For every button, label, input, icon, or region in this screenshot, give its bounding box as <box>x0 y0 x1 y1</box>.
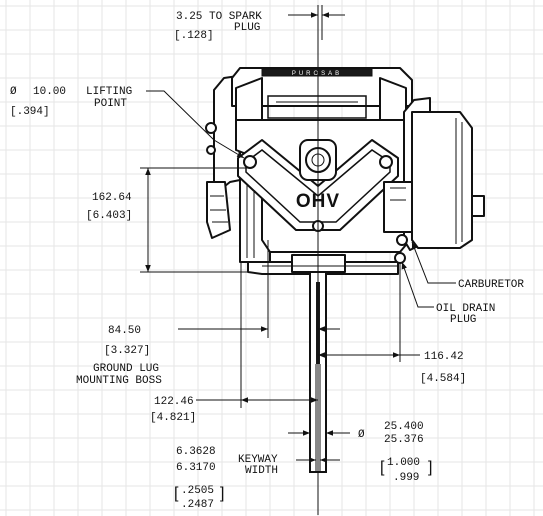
oil-drain-label-2: PLUG <box>450 314 476 326</box>
lifting-point-symbol: Ø <box>10 86 17 98</box>
ground-lug-label: GROUND LUG <box>93 363 159 375</box>
shaft-inch-min: .999 <box>393 472 419 484</box>
ground-lug-mm: 84.50 <box>108 325 141 337</box>
center-lines <box>317 5 323 515</box>
shaft-bracket-right: ] <box>428 459 432 476</box>
keyway-inch-min: .2487 <box>181 499 214 511</box>
keyway-bracket-right: ] <box>220 485 224 502</box>
right-offset-mm: 116.42 <box>424 351 464 363</box>
right-offset-inch: [4.584] <box>420 373 466 385</box>
spark-plug-label: 3.25 TO SPARK <box>176 11 262 23</box>
dimension-labels: 3.25 TO SPARK PLUG [.128] Ø 10.00 LIFTIN… <box>10 11 524 511</box>
carburetor-label: CARBURETOR <box>458 279 524 291</box>
dimension-lines <box>140 12 456 463</box>
lifting-point-label-2: POINT <box>94 98 127 110</box>
shaft-bracket-left: [ <box>380 459 385 476</box>
keyway-min: 6.3170 <box>176 462 216 474</box>
left-offset-mm: 122.46 <box>154 396 194 408</box>
height-inch: [6.403] <box>86 210 132 222</box>
oil-drain-label: OIL DRAIN <box>436 303 495 315</box>
left-offset-inch: [4.821] <box>150 412 196 424</box>
keyway-label-2: WIDTH <box>245 465 278 477</box>
shaft-inch-max: 1.000 <box>387 457 420 469</box>
shaft-max: 25.400 <box>384 421 424 433</box>
lifting-point-value: 10.00 <box>33 86 66 98</box>
shaft-min: 25.376 <box>384 434 424 446</box>
engine-outline: PUROSAB OHV <box>205 67 485 275</box>
height-mm: 162.64 <box>92 192 132 204</box>
ground-lug-inch: [3.327] <box>104 345 150 357</box>
shaft-symbol: Ø <box>358 429 365 441</box>
keyway-inch-max: .2505 <box>181 485 214 497</box>
keyway-bracket-left: [ <box>174 485 179 502</box>
lifting-point-inch: [.394] <box>10 106 50 118</box>
keyway-label: KEYWAY <box>238 454 278 466</box>
spark-plug-label-2: PLUG <box>234 22 260 34</box>
lifting-point-label: LIFTING <box>86 86 132 98</box>
keyway-max: 6.3628 <box>176 446 216 458</box>
svg-text:PUROSAB: PUROSAB <box>292 71 342 77</box>
ground-lug-label-2: MOUNTING BOSS <box>76 375 162 387</box>
spark-plug-inch: [.128] <box>174 30 214 42</box>
